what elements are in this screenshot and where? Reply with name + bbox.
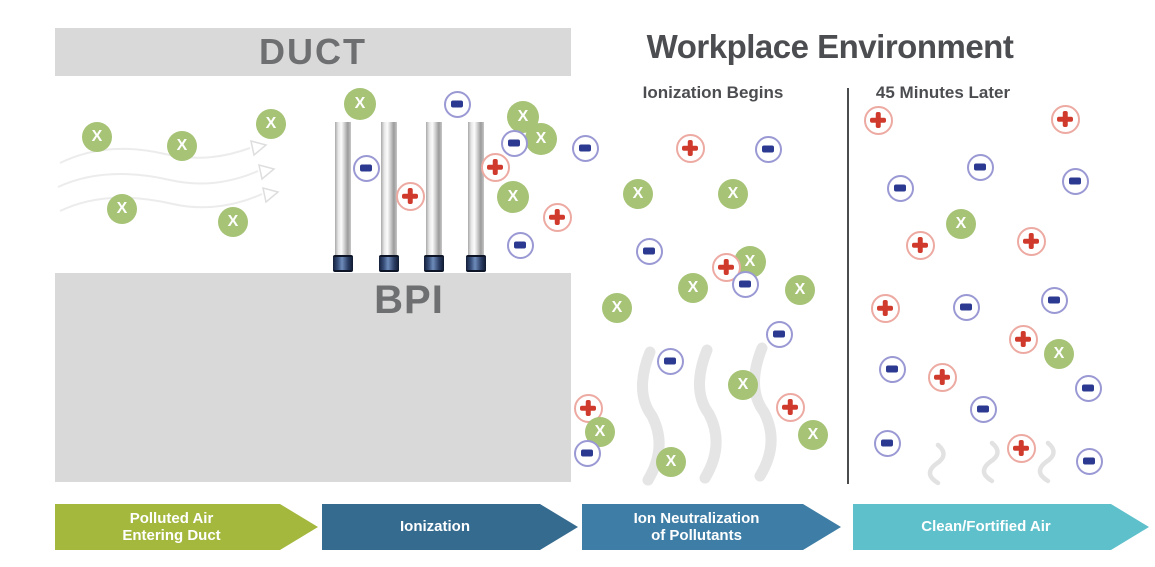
particle-pollutant: X (728, 370, 758, 400)
particle-negative-ion (1061, 167, 1089, 195)
particle-positive-ion (870, 293, 900, 323)
particle-pollutant: X (785, 275, 815, 305)
particle-negative-ion (500, 129, 528, 157)
dissipating-wave (927, 442, 946, 486)
ionization-begins-label: Ionization Begins (642, 83, 784, 102)
particle-pollutant: X (82, 122, 112, 152)
particle-positive-ion (927, 362, 957, 392)
particle-positive-ion (542, 202, 572, 232)
particle-pollutant: X (256, 109, 286, 139)
particle-positive-ion (1006, 433, 1036, 463)
rising-air-wave (693, 344, 722, 484)
rising-air-wave (748, 342, 777, 482)
flow-arrowhead-icon (250, 139, 268, 157)
particle-positive-ion (863, 105, 893, 135)
particle-negative-ion (571, 134, 599, 162)
particle-negative-ion (765, 320, 793, 348)
banner-label-line: Entering Duct (122, 527, 221, 544)
banner-label-line: Clean/Fortified Air (921, 518, 1051, 536)
banner-clean-air: Clean/Fortified Air (853, 504, 1149, 550)
particle-negative-ion (656, 347, 684, 375)
particle-negative-ion (754, 135, 782, 163)
banner-ionization: Ionization (322, 504, 578, 550)
flow-line (57, 170, 259, 188)
ionization-tube (468, 122, 484, 256)
ionization-tube-base (333, 255, 353, 272)
ionization-tube-base (379, 255, 399, 272)
banner-label-line: Polluted Air (129, 509, 214, 527)
ionization-tube-base (424, 255, 444, 272)
particle-negative-ion (352, 154, 380, 182)
particle-negative-ion (1074, 374, 1102, 402)
ionization-tube-base (466, 255, 486, 272)
dissipating-wave (981, 440, 1000, 484)
particle-pollutant: X (678, 273, 708, 303)
ionization-tube (335, 122, 351, 256)
particle-pollutant: X (344, 88, 376, 120)
flow-arrowhead-icon (258, 163, 276, 181)
particle-pollutant: X (525, 123, 557, 155)
particle-positive-ion (1008, 324, 1038, 354)
particle-positive-ion (775, 392, 805, 422)
banner-polluted-air: Polluted Air Entering Duct (55, 504, 318, 550)
particle-pollutant: X (602, 293, 632, 323)
45-minutes-later-label: 45 Minutes Later (875, 83, 1011, 102)
dissipating-wave (1037, 440, 1056, 484)
section-divider (847, 88, 849, 484)
particle-negative-ion (506, 231, 534, 259)
particle-negative-ion (635, 237, 663, 265)
banner-label-line: of Pollutants (651, 527, 742, 544)
ionization-tube (381, 122, 397, 256)
particle-pollutant: X (107, 194, 137, 224)
workplace-environment-title: Workplace Environment (646, 28, 1014, 65)
particle-negative-ion (1075, 447, 1103, 475)
banner-label-line: Ionization (400, 518, 470, 536)
particle-positive-ion (395, 181, 425, 211)
particle-positive-ion (1050, 104, 1080, 134)
particle-negative-ion (886, 174, 914, 202)
duct-top-wall: DUCT (55, 28, 571, 76)
particle-positive-ion (1016, 226, 1046, 256)
particle-negative-ion (1040, 286, 1068, 314)
particle-negative-ion (573, 439, 601, 467)
banner-label-line: Ion Neutralization (633, 509, 760, 527)
particle-pollutant: X (656, 447, 686, 477)
particle-pollutant: X (167, 131, 197, 161)
particle-positive-ion (905, 230, 935, 260)
particle-positive-ion (480, 152, 510, 182)
bpi-label: BPI (374, 278, 444, 322)
particle-negative-ion (966, 153, 994, 181)
duct-label: DUCT (259, 31, 367, 72)
flow-arrowhead-icon (262, 186, 280, 204)
particle-pollutant: X (1044, 339, 1074, 369)
particle-negative-ion (952, 293, 980, 321)
flow-line (59, 147, 251, 164)
particle-positive-ion (675, 133, 705, 163)
bpi-unit-block (55, 273, 571, 482)
particle-pollutant: X (718, 179, 748, 209)
banner-ion-neutralization: Ion Neutralization of Pollutants (582, 504, 841, 550)
particle-pollutant: X (946, 209, 976, 239)
particle-pollutant: X (497, 181, 529, 213)
particle-negative-ion (731, 270, 759, 298)
particle-negative-ion (969, 395, 997, 423)
ionization-tube (426, 122, 442, 256)
particle-pollutant: X (623, 179, 653, 209)
particle-pollutant: X (798, 420, 828, 450)
particle-negative-ion (878, 355, 906, 383)
particle-negative-ion (443, 90, 471, 118)
particle-negative-ion (873, 429, 901, 457)
particle-pollutant: X (218, 207, 248, 237)
